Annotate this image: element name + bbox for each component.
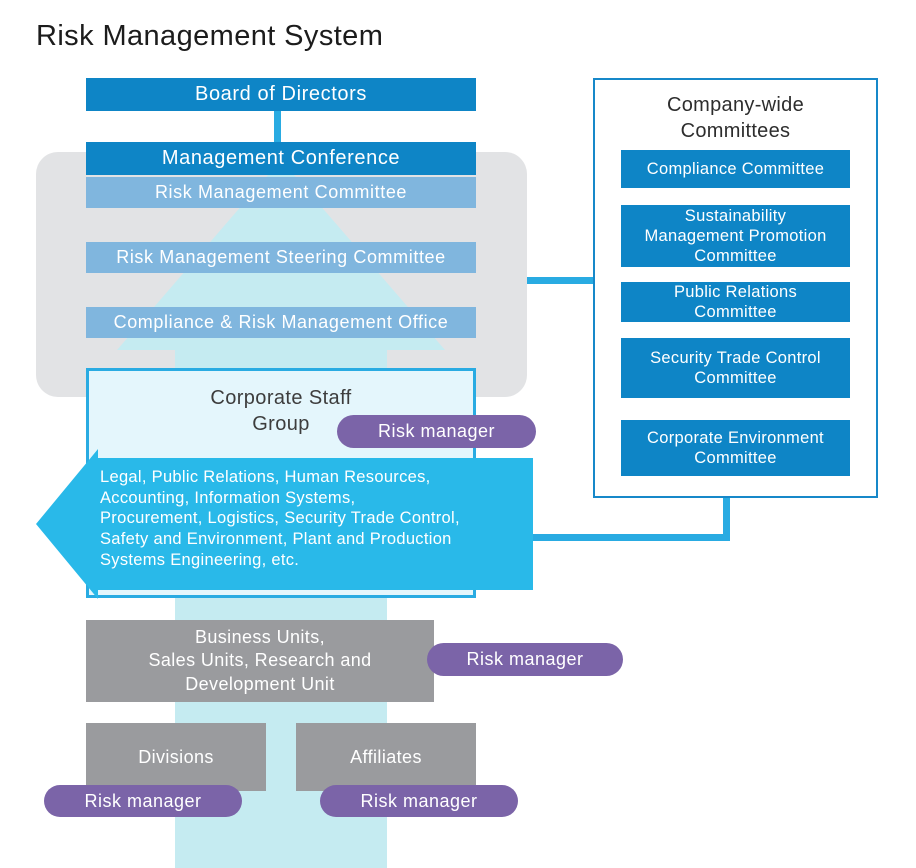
- risk-manager-badge-affiliates: Risk manager: [320, 785, 518, 817]
- risk-management-steering-committee-box: Risk Management Steering Committee: [86, 242, 476, 273]
- risk-manager-badge-staff: Risk manager: [337, 415, 536, 448]
- risk-manager-badge-business: Risk manager: [427, 643, 623, 676]
- committees-panel-connector-top: [527, 277, 593, 284]
- functions-arrow: Legal, Public Relations, Human Resources…: [36, 449, 533, 599]
- committee-compliance: Compliance Committee: [621, 150, 850, 188]
- compliance-risk-management-office-box: Compliance & Risk Management Office: [86, 307, 476, 338]
- company-wide-committees-panel: Company-wide Committees Compliance Commi…: [593, 78, 878, 498]
- committees-panel-connector-bottom: [533, 534, 730, 541]
- management-conference-box: Management Conference: [86, 142, 476, 175]
- page-title: Risk Management System: [36, 20, 384, 52]
- committee-public-relations: Public Relations Committee: [621, 282, 850, 322]
- divisions-box: Divisions: [86, 723, 266, 791]
- committees-panel-connector-drop: [723, 498, 730, 541]
- committee-corporate-environment: Corporate Environment Committee: [621, 420, 850, 476]
- committee-security-trade-control: Security Trade Control Committee: [621, 338, 850, 398]
- functions-list: Legal, Public Relations, Human Resources…: [100, 468, 460, 569]
- corporate-staff-group-label: Corporate Staff Group: [210, 387, 352, 435]
- board-of-directors-box: Board of Directors: [86, 78, 476, 111]
- business-units-box: Business Units, Sales Units, Research an…: [86, 620, 434, 702]
- affiliates-box: Affiliates: [296, 723, 476, 791]
- committee-sustainability: Sustainability Management Promotion Comm…: [621, 205, 850, 267]
- risk-management-committee-box: Risk Management Committee: [86, 177, 476, 208]
- committees-panel-title: Company-wide Committees: [667, 94, 804, 142]
- board-management-connector: [274, 110, 281, 144]
- risk-manager-badge-divisions: Risk manager: [44, 785, 242, 817]
